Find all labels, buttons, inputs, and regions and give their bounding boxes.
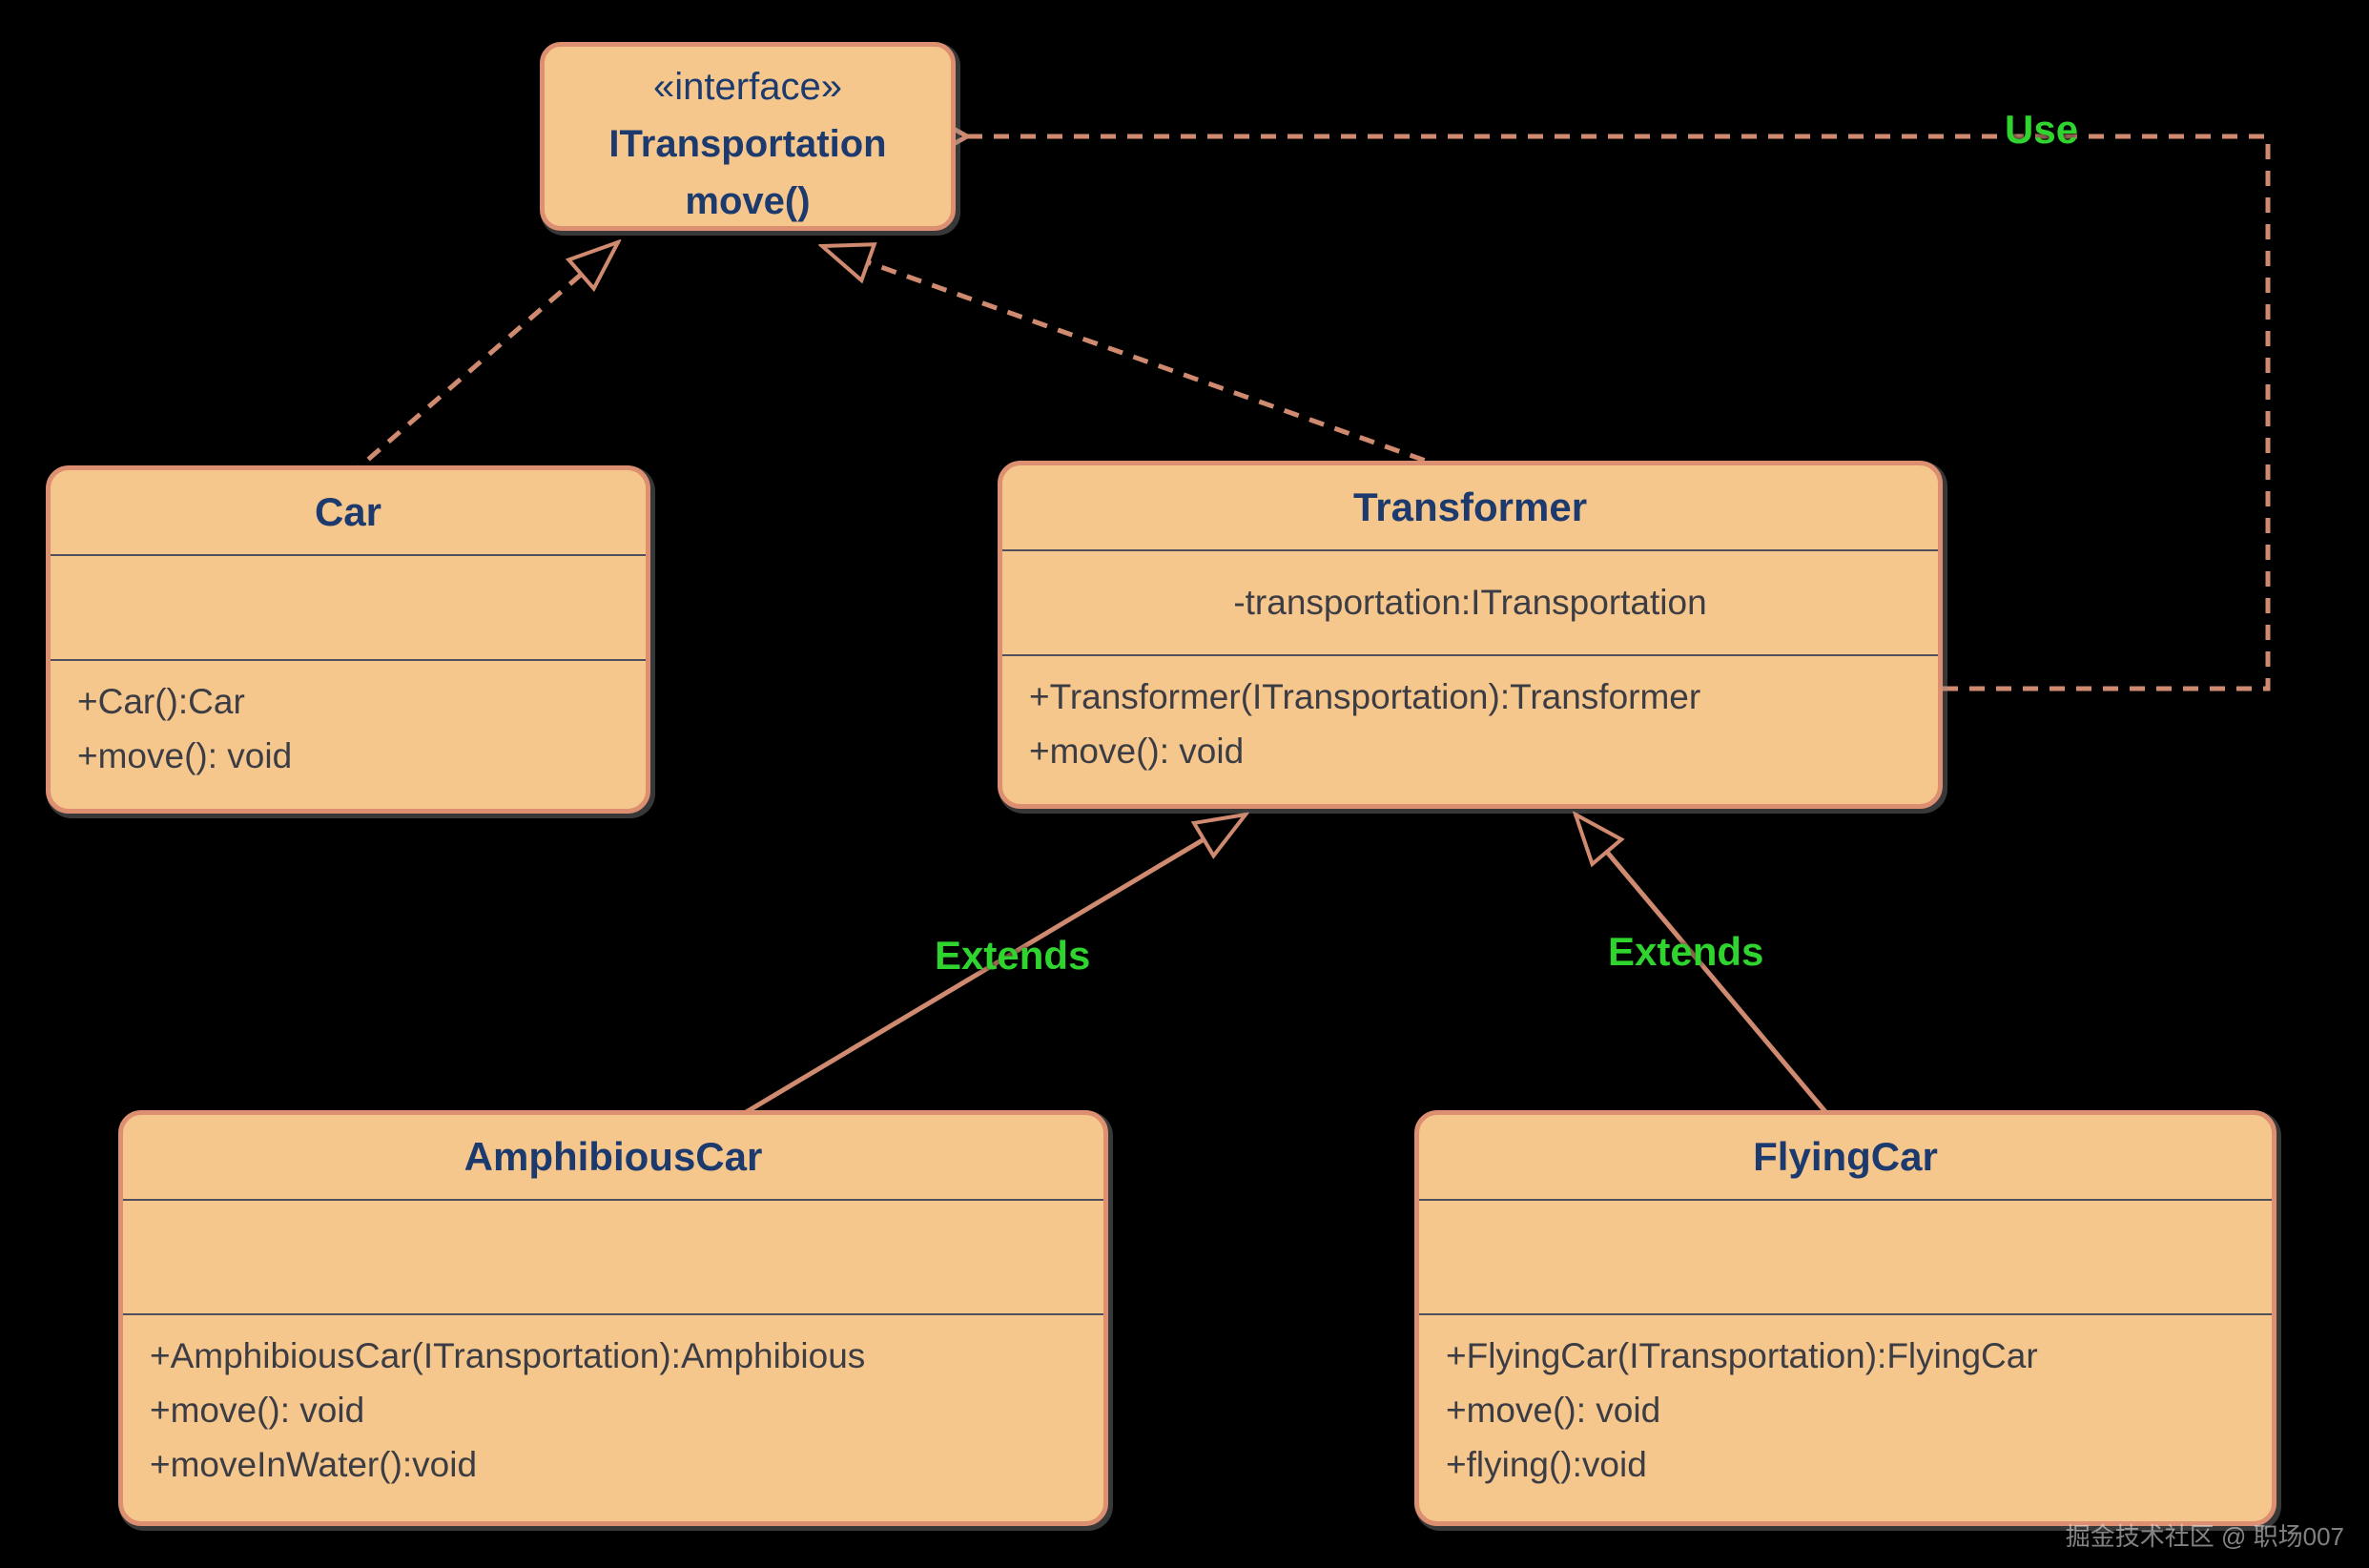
class-title: AmphibiousCar <box>464 1134 763 1179</box>
method-line: +move(): void <box>1029 732 1245 771</box>
watermark-text: 掘金技术社区 @ 职场007 <box>2065 1522 2344 1551</box>
method-line: +AmphibiousCar(ITransportation):Amphibio… <box>150 1336 866 1375</box>
class-title: Transformer <box>1352 485 1588 529</box>
method-line: +move(): void <box>77 736 293 775</box>
interface-itransportation-box: «interface» ITransportation move() <box>540 42 956 231</box>
class-methods: +Transformer(ITransportation):Transforme… <box>1002 654 1938 778</box>
method-line: +Transformer(ITransportation):Transforme… <box>1029 677 1701 716</box>
method-line: +Car():Car <box>77 682 245 721</box>
extends-right-edge-label: Extends <box>1608 929 1764 974</box>
use-dependency-line <box>967 136 2271 691</box>
realization-car-line <box>346 242 618 479</box>
class-attributes <box>123 1199 1103 1313</box>
method-line: +move(): void <box>1446 1391 1661 1430</box>
class-attributes: -transportation:ITransportation <box>1002 549 1938 654</box>
class-car-box: Car +Car():Car +move(): void <box>46 465 650 814</box>
class-methods: +Car():Car +move(): void <box>51 659 646 783</box>
class-flyingcar-box: FlyingCar +FlyingCar(ITransportation):Fl… <box>1414 1110 2276 1526</box>
extends-left-edge-label: Extends <box>935 933 1091 978</box>
class-attributes <box>1419 1199 2272 1313</box>
realization-transformer-line <box>822 246 1451 472</box>
class-methods: +AmphibiousCar(ITransportation):Amphibio… <box>123 1313 1103 1492</box>
method-line: +FlyingCar(ITransportation):FlyingCar <box>1446 1336 2038 1375</box>
class-attributes <box>51 554 646 659</box>
interface-stereotype: «interface» <box>653 66 842 108</box>
extends-flyingcar-line <box>1576 815 1829 1116</box>
method-line: +moveInWater():void <box>150 1445 478 1484</box>
extends-amphibiouscar-line <box>741 815 1246 1117</box>
class-title: FlyingCar <box>1753 1134 1938 1179</box>
class-transformer-box: Transformer -transportation:ITransportat… <box>998 461 1943 809</box>
interface-method: move() <box>685 180 811 222</box>
use-edge-label: Use <box>2005 107 2079 152</box>
method-line: +flying():void <box>1446 1445 1647 1484</box>
method-line: +move(): void <box>150 1391 365 1430</box>
class-amphibiouscar-box: AmphibiousCar +AmphibiousCar(ITransporta… <box>118 1110 1108 1526</box>
interface-name: ITransportation <box>608 123 887 165</box>
attribute-line: -transportation:ITransportation <box>1233 583 1707 622</box>
class-methods: +FlyingCar(ITransportation):FlyingCar +m… <box>1419 1313 2272 1492</box>
class-title: Car <box>314 489 382 534</box>
